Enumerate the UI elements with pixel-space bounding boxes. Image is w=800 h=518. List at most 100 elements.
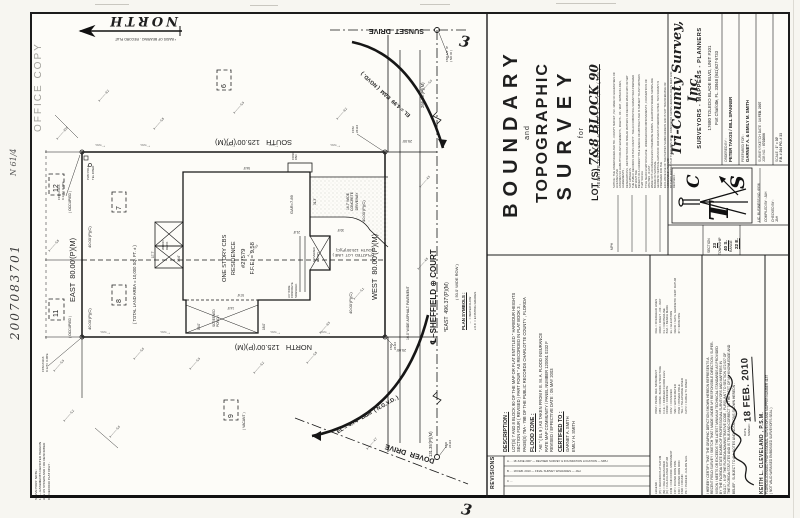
plat-label: FCM #4116: [351, 124, 359, 133]
plat-label: 40.00'(P)(C): [87, 308, 92, 330]
plat-label: 3.0' WIDE CONCRETE SIDEWALK: [287, 282, 298, 298]
leader-lines: [47, 32, 450, 457]
plat-label: 40.00'(P)(C): [361, 200, 366, 222]
title-line-topographic: TOPOGRAPHIC: [533, 62, 551, 203]
ordered-by-value: PETER TAKOS / BILL SPANNER: [728, 96, 734, 162]
plat-label: FND #4116: [444, 439, 452, 448]
certification-block: I HEREBY CERTIFY THAT THE GRAPHIC DEPICT…: [706, 258, 773, 494]
margin-handwritten-note: N 61/4: [9, 148, 18, 176]
surveyors-note: SURVEYORS' NOTE : 1.) — EASEMENTS DEPICT…: [34, 441, 51, 500]
firm-address-1: 17680 TOLEDO BLADE BLVD, UNIT #101: [707, 45, 712, 131]
plat-label: ONE STORY CBS RESIDENCE #27579 F.F.E. = …: [222, 234, 256, 282]
notice-initials: MPH: [610, 242, 614, 250]
plat-label: 31.3': [313, 198, 317, 205]
scan-speck: [95, 4, 129, 5]
panel-dividers: [486, 12, 790, 498]
title-line-boundary: BOUNDARY: [500, 47, 522, 218]
revisions-label: REVISIONS: [490, 456, 496, 489]
plat-label: *EAST 496.37'(P)(M): [444, 282, 450, 332]
plat-label: 131.35'(P)(M): [428, 431, 433, 457]
plat-label: 21.8': [293, 230, 300, 234]
flood-zone-body: " AE " ( EL 9 ) AS TAKEN FROM F. E. M. A…: [538, 332, 555, 452]
plat-label: 8: [116, 299, 123, 303]
firm-tagline: SURVEYORS - MAPPERS - PLANNERS: [697, 27, 703, 149]
certified-to-heading: CERTIFIED TO :: [557, 411, 564, 452]
plat-label: ( OCCUPIED ): [68, 315, 72, 338]
section-value: 23: [712, 242, 717, 248]
accuracy-note: RELATIVE DISTANCE ACCURACY = 1 : 7,500 (…: [596, 68, 601, 188]
plat-label: 54.5': [243, 166, 250, 170]
description-body: LOT(S) 7 AND 8 BLOCK 90 OF THE MAP OR PL…: [510, 292, 527, 452]
plat-label: 25.00': [396, 348, 406, 352]
plat-label: WEST 80.00'(P)(M): [370, 233, 379, 300]
survey-title: BOUNDARY and TOPOGRAPHIC SURVEY for LOT …: [499, 15, 602, 250]
legend-block: LEGEND : (P) = RECORD PLAT DATUM (M) = F…: [654, 278, 689, 494]
ordered-by-cell: ORDERED BY : PETER TAKOS / BILL SPANNER: [724, 14, 733, 162]
svg-text:S: S: [727, 175, 749, 189]
plat-label: 6: [221, 84, 228, 88]
fieldbook-label: F.B. # 264: [779, 146, 784, 162]
firm-logo: T C S: [674, 168, 752, 222]
swale-flow-mark: ~~~→: [268, 143, 279, 149]
scan-speck: [250, 5, 278, 6]
plat-label: ℄–SHEFFIELD ⊕ COURT: [429, 249, 438, 345]
section-label: SECTION: [707, 238, 711, 253]
scan-speck: [556, 3, 616, 4]
plat-label: 7: [116, 206, 123, 210]
office-copy-stamp: OFFICE COPY: [33, 42, 44, 132]
plat-label: CONC PAD: [291, 151, 299, 160]
plat-label: ( TOTAL LAND AREA = 10,000 SQ. FT. ± ): [132, 245, 137, 324]
house-footprint: [154, 162, 389, 334]
plat-label: EAST 80.00'(P)(M): [68, 237, 77, 302]
plat-label: NORTH 125.00'(P)(M): [234, 343, 312, 352]
signature-area: DATE SIGNED : 18 FEB. 2010: [725, 258, 758, 494]
range-label: RANGE: [729, 240, 733, 252]
scan-fold-line: [793, 0, 794, 518]
description-block: DESCRIPTION : LOT(S) 7 AND 8 BLOCK 90 OF…: [500, 260, 578, 452]
township-label: TOWNSHIP: [718, 237, 722, 255]
scan-speck: [420, 4, 450, 5]
swale-flow-mark: ~~~→: [140, 143, 151, 149]
plat-label: 9: [228, 414, 235, 418]
job-no-label: JOB NO. :: [762, 146, 767, 162]
date-stamp: 18 FEB. 2010: [739, 357, 756, 423]
plat-label: 16.7' WIDE CONCRETE DRIVEWAY: [346, 191, 359, 211]
swale-flow-mark: ~~~→: [225, 143, 236, 149]
plat-label: 11: [53, 309, 60, 317]
plat-label: FND #4116: [389, 341, 397, 350]
prepared-for-cell: PREPARED FOR : GARNET A. & EMILY M. SMIT…: [741, 14, 750, 162]
swale-flow-mark: ~~~→: [330, 143, 341, 149]
plat-label: FCM #4116 0.17'N 0.08'E: [57, 181, 65, 200]
plat-label: GAR=7.89: [289, 195, 294, 214]
job-no-value: 0702006: [762, 133, 767, 147]
plat-label: 14.5': [227, 306, 234, 310]
plat-label: 18.0': [262, 323, 266, 330]
road-lines: [294, 27, 469, 485]
plat-label: COVERED ENTRY: [312, 247, 320, 262]
prepared-for-value: GARNET A. & EMILY M. SMITH: [745, 99, 751, 162]
revision-row-a: A .... 18 JUNE 2007 — REVISED SURVEY & F…: [507, 459, 608, 463]
scale-cell: SCALE : 1" = 30' F.B. # 264 PG. # 33: [775, 14, 783, 162]
swale-flow-mark: ~~~→: [160, 330, 171, 336]
lot-number-boxes: [48, 69, 239, 421]
seal-note: ( NOT VALID W/RAISED EMBOSSED SURVEYOR'S…: [769, 407, 774, 494]
margin-handwritten-number: 2007083701: [8, 243, 22, 340]
date-signed-label: DATE SIGNED :: [742, 422, 751, 436]
compiled-by: COMPILED BY : JAH: [764, 191, 768, 222]
title-line-and: and: [524, 125, 531, 140]
plat-label: ( PLATTED LOT LINE ) SOUTH 125.00'(P)(C): [332, 248, 374, 257]
plat-label: FND 1/2" IP ( NO ID ): [445, 46, 453, 62]
page-label: PG. # 33: [779, 133, 784, 147]
revision-row-c: C ....: [507, 479, 513, 483]
title-line-survey: SURVEY: [553, 64, 576, 201]
plat-label: PLAN SYMBOLS :: [461, 292, 466, 330]
plat-label: SUNSET DRIVE: [368, 27, 424, 36]
surveyor-signature: [725, 374, 755, 486]
swale-flow-mark: ~~~→: [320, 330, 331, 336]
plat-label: WOOD DECK: [161, 240, 169, 250]
plat-label: 16.0' WIDE ASPHALT PAVEMENT: [406, 286, 410, 340]
survey-date-value: 14 FEB. 2007: [758, 101, 762, 122]
transit-logo-icon: T C S: [678, 174, 749, 221]
plat-label: x 0.0 = EXISTING GRADES: [473, 291, 477, 330]
